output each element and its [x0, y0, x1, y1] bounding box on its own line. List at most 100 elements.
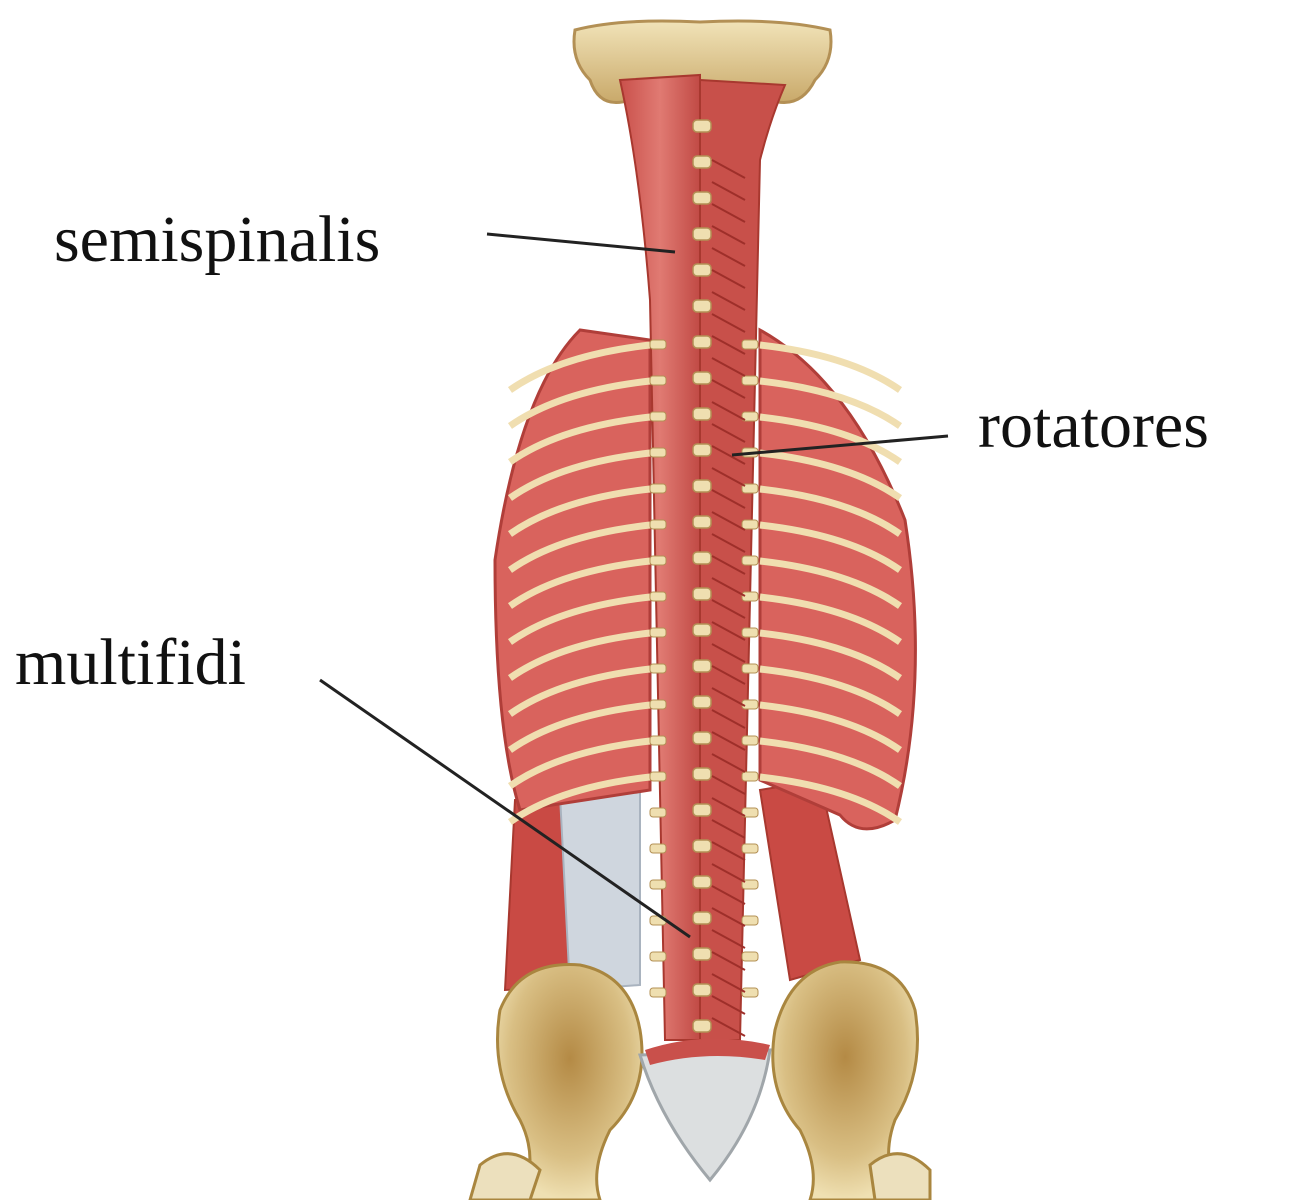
vertebra — [692, 407, 712, 421]
rib-right — [759, 377, 903, 429]
vertebra — [692, 299, 712, 313]
transverse-process — [741, 339, 759, 350]
vertebra — [692, 587, 712, 601]
vertebra — [692, 335, 712, 349]
transverse-process — [741, 915, 759, 926]
transverse-process — [649, 339, 667, 350]
vertebra — [692, 515, 712, 529]
rib-left — [507, 521, 651, 573]
vertebra — [692, 227, 712, 241]
vertebra — [692, 875, 712, 889]
transverse-process — [741, 411, 759, 422]
transverse-process — [741, 699, 759, 710]
rotatores-fiber — [711, 995, 746, 1015]
pelvis — [468, 960, 932, 1200]
rotatores-fiber — [711, 929, 746, 949]
transverse-process — [741, 591, 759, 602]
rotatores-fiber — [711, 951, 746, 971]
rib-cage — [493, 327, 917, 831]
leader-line-multifidi — [319, 678, 691, 939]
rotatores-fiber — [711, 225, 746, 245]
transverse-process — [741, 951, 759, 962]
rib-left — [507, 377, 651, 429]
rotatores-fiber — [711, 731, 746, 751]
vertebra — [692, 695, 712, 709]
rib-right — [759, 701, 903, 753]
rib-left — [507, 557, 651, 609]
transverse-process — [741, 663, 759, 674]
rib-right — [759, 521, 903, 573]
leader-line-semispinalis — [486, 232, 676, 254]
vertebra — [692, 443, 712, 457]
vertebra — [692, 623, 712, 637]
vertebral-column — [649, 119, 759, 1033]
transverse-process — [741, 483, 759, 494]
transverse-process — [741, 879, 759, 890]
rotatores-fiber — [711, 643, 746, 663]
rotatores-fiber — [711, 555, 746, 575]
vertebra — [692, 155, 712, 169]
ribs — [507, 341, 903, 825]
transverse-process — [741, 843, 759, 854]
vertebra — [692, 767, 712, 781]
rotatores-fiber — [711, 885, 746, 905]
rotatores-fiber — [711, 511, 746, 531]
transverse-process — [741, 627, 759, 638]
vertebra — [692, 1019, 712, 1033]
transverse-process — [741, 735, 759, 746]
rotatores-fiber — [711, 1017, 746, 1037]
transverse-process — [649, 951, 667, 962]
rib-left — [507, 485, 651, 537]
leader-line-rotatores — [731, 434, 949, 457]
vertebra — [692, 263, 712, 277]
transverse-process — [649, 663, 667, 674]
label-semispinalis: semispinalis — [54, 203, 381, 276]
rotatores-fiber — [711, 665, 746, 685]
vertebra — [692, 659, 712, 673]
rotatores-fiber — [711, 379, 746, 399]
vertebra — [692, 911, 712, 925]
rotatores-fiber — [711, 709, 746, 729]
rib-left — [507, 737, 651, 789]
transverse-process — [649, 483, 667, 494]
rotatores-fiber — [711, 621, 746, 641]
rotatores-fiber — [711, 313, 746, 333]
leader-lines — [319, 232, 949, 939]
transverse-process — [649, 879, 667, 890]
transverse-process — [649, 627, 667, 638]
rib-left — [507, 341, 651, 393]
rotatores-fiber — [711, 775, 746, 795]
transverse-process — [649, 447, 667, 458]
rotatores-fiber — [711, 357, 746, 377]
label-multifidi: multifidi — [15, 626, 246, 699]
rib-left — [507, 449, 651, 501]
rotatores-fiber — [711, 533, 746, 553]
rib-right — [759, 449, 903, 501]
rotatores-fiber — [711, 599, 746, 619]
rib-right — [759, 629, 903, 681]
rotatores-fiber — [711, 269, 746, 289]
transverse-process — [649, 807, 667, 818]
vertebra — [692, 839, 712, 853]
rotatores-fiber — [711, 335, 746, 355]
rotatores-fiber — [711, 159, 746, 179]
transverse-process — [741, 771, 759, 782]
rib-left — [507, 629, 651, 681]
erector-mass-lower — [503, 778, 862, 992]
rotatores-fiber — [711, 203, 746, 223]
label-rotatores: rotatores — [978, 389, 1209, 462]
rib-left — [507, 701, 651, 753]
vertebra — [692, 479, 712, 493]
transverse-process — [649, 411, 667, 422]
rib-left — [507, 593, 651, 645]
vertebra — [692, 371, 712, 385]
rib-right — [759, 341, 903, 393]
transverse-process — [649, 375, 667, 386]
rotatores-fiber — [711, 467, 746, 487]
rotatores-muscle — [711, 159, 746, 1037]
rotatores-fiber — [711, 247, 746, 267]
transverse-process — [741, 807, 759, 818]
vertebra — [692, 983, 712, 997]
transverse-process — [741, 555, 759, 566]
